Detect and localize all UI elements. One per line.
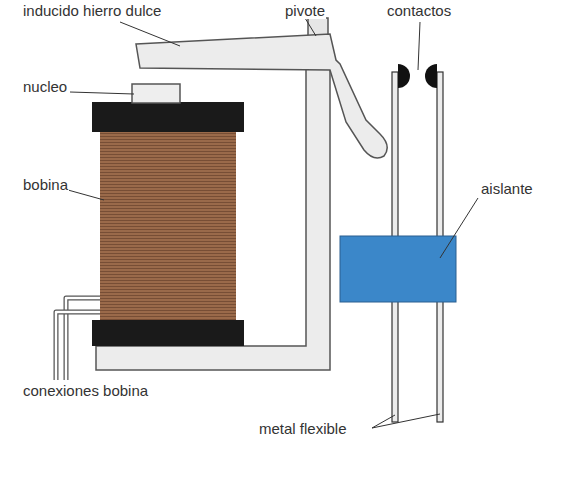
contact-point [398,64,410,88]
coil-top-cap [92,102,244,132]
coil [100,130,236,322]
part-label: pivote [284,2,326,19]
core [132,84,180,103]
armature [136,34,387,158]
part-label: aislante [480,180,534,197]
part-label: nucleo [22,78,68,95]
leader-lines [68,18,478,428]
part-label: metal flexible [258,420,348,437]
contact-point [425,64,437,88]
coil-bottom-cap [92,320,244,346]
part-label: bobina [22,176,69,193]
part-label: conexiones bobina [22,382,149,399]
part-label: contactos [386,2,452,19]
part-label: inducido hierro dulce [22,2,162,19]
insulator [340,236,456,302]
